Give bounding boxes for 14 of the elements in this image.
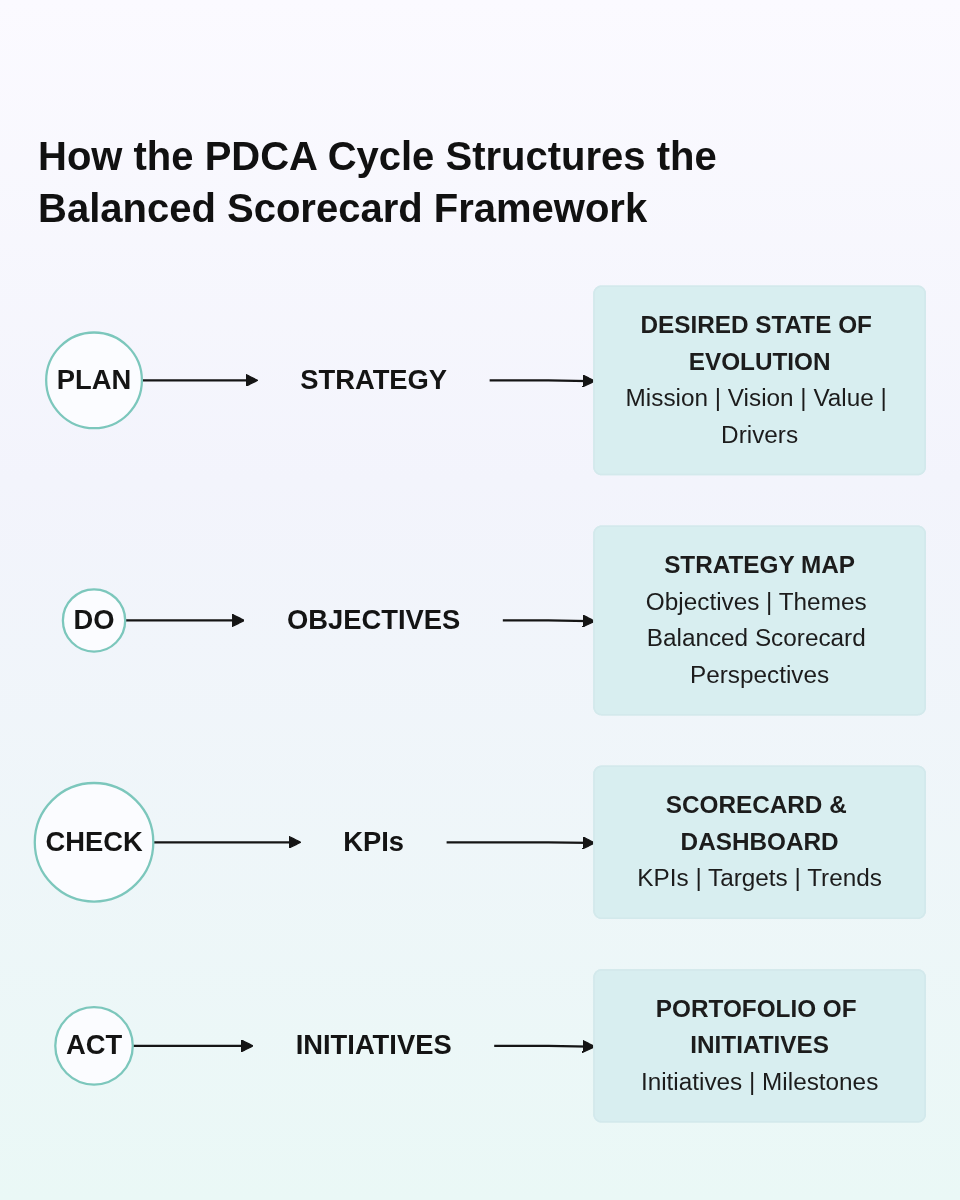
node-text: OBJECTIVES bbox=[287, 604, 461, 635]
node-circle bbox=[45, 331, 144, 430]
node-text: INITIATIVES bbox=[295, 1029, 452, 1061]
arrow bbox=[132, 1039, 254, 1053]
node-circle bbox=[54, 1006, 134, 1086]
node-text: STRATEGY bbox=[300, 364, 448, 395]
arrow bbox=[125, 613, 246, 628]
arrow bbox=[153, 835, 302, 849]
node-circle bbox=[33, 781, 155, 903]
arrow bbox=[141, 373, 259, 388]
node-text: KPIs bbox=[343, 826, 405, 857]
node-circle bbox=[61, 588, 127, 653]
title: How the PDCA Cycle Structures the Balanced Scorecard Framework bbox=[37, 133, 718, 232]
flowchart: PLAN STRATEGY DESIRED STATE OF EVOLUTION Mission | Vision | Value | Drivers DO OBJECTIVES STRATEGY MAP Objectives | Themes Balanced Scorecard Perspectives CHECK KPIs SCORECARD & DASHBOARD KPIs | Targets | Trends ACT INITIATIVES PORTOFOLIO OF INITIATIVES Initiatives | Milestones bbox=[20, 274, 940, 1134]
